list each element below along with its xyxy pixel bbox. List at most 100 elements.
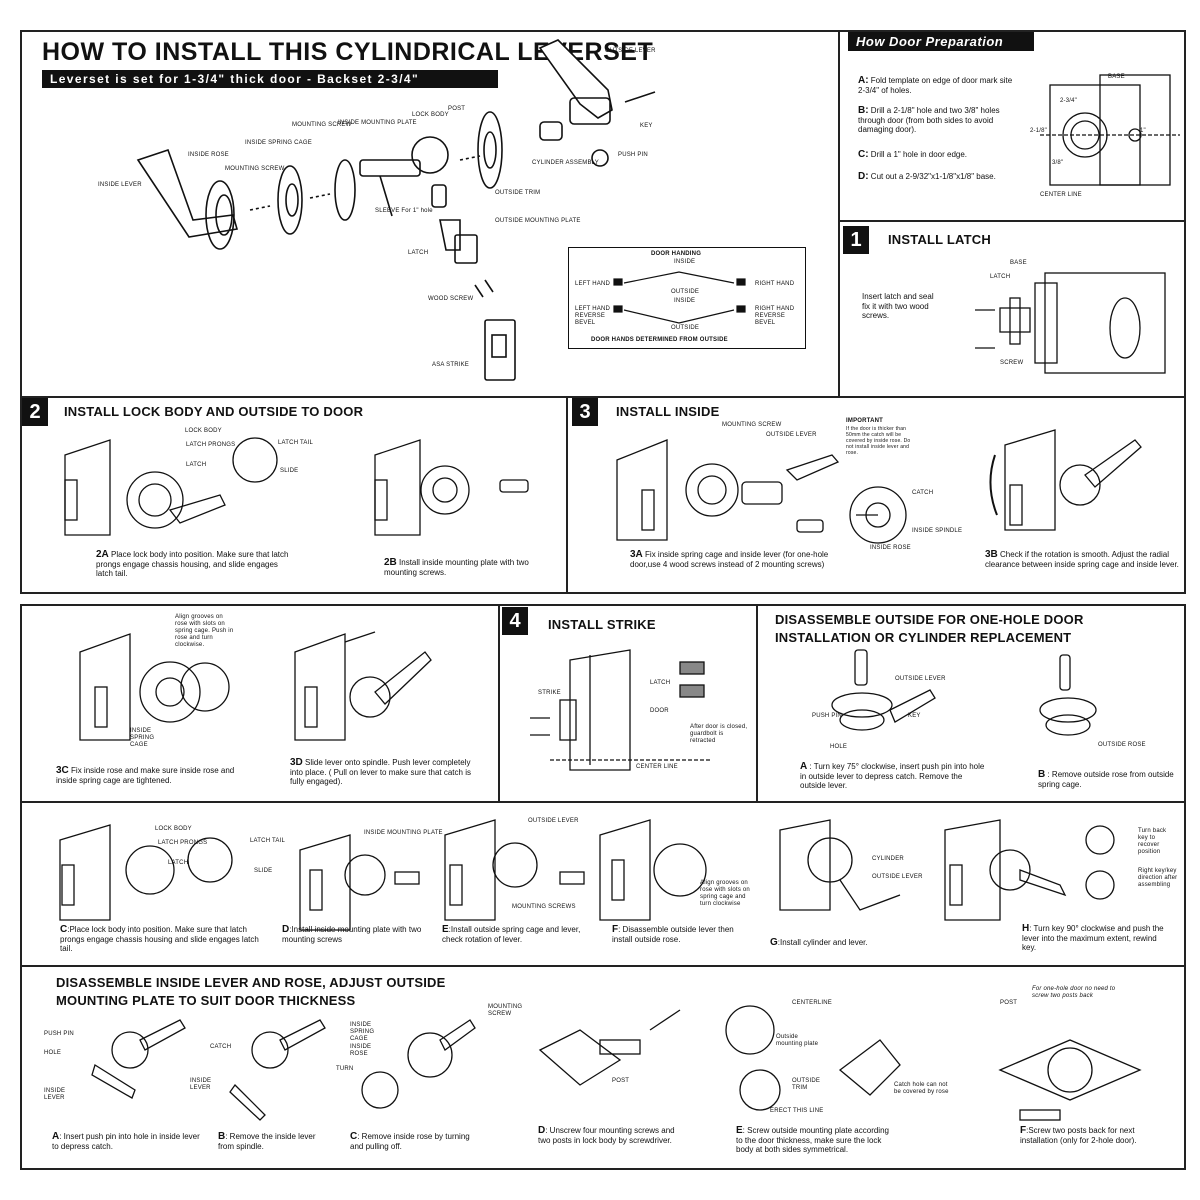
step-2-label-latch-prongs: LATCH PRONGS: [186, 442, 236, 448]
handing-right-hand: RIGHT HAND: [755, 281, 795, 287]
row-label-right-note: Right key/key direction after assembling: [1138, 868, 1178, 888]
label-asa-strike: ASA STRIKE: [432, 362, 470, 368]
step-2a-text: Place lock body into position. Make sure…: [96, 550, 289, 578]
disassemble-outside-title-1: DISASSEMBLE OUTSIDE FOR ONE-HOLE DOOR: [775, 612, 1084, 627]
row-e-caption: E:Install outside spring cage and lever,…: [442, 925, 592, 944]
door-handing-title: DOOR HANDING: [651, 251, 702, 257]
step-3d-text: Slide lever onto spindle. Push lever com…: [290, 758, 471, 786]
exploded-view-diagram: [136, 39, 656, 381]
dis-in-label-post-2: POST: [1000, 1000, 1018, 1006]
label-push-pin: PUSH PIN: [618, 152, 648, 158]
disassemble-outside-title-2: INSTALLATION OR CYLINDER REPLACEMENT: [775, 630, 1072, 645]
dis-in-c-letter: C: [350, 1131, 358, 1142]
row-c-text: :Place lock body into position. Make sur…: [60, 925, 259, 953]
prep-label-base: BASE: [1108, 74, 1125, 80]
dis-in-label-one-hole-note: For one-hole door no need to screw two p…: [1032, 986, 1116, 999]
row-h-text: : Turn key 90° clockwise and push the le…: [1022, 924, 1164, 952]
dis-out-label-key: KEY: [908, 713, 921, 719]
prep-item-d: D: Cut out a 2-9/32"x1-1/8"x1/8" base.: [858, 172, 1038, 182]
dis-in-label-centerline: CENTERLINE: [792, 1000, 833, 1006]
row-e-text: :Install outside spring cage and lever, …: [442, 925, 581, 944]
divider-row2: [20, 965, 1186, 967]
step-3a-letter: 3A: [630, 549, 643, 560]
step-3-label-inside-rose: INSIDE ROSE: [870, 545, 911, 551]
label-sleeve: SLEEVE For 1" hole: [375, 208, 433, 214]
label-inside-rose: INSIDE ROSE: [188, 152, 229, 158]
dis-in-label-inside-spring-cage: INSIDE SPRING CAGE: [350, 1022, 375, 1042]
step-3-label-important-text: If the door is thicker than 50mm the cat…: [846, 426, 911, 456]
label-inside-mounting-plate: INSIDE MOUNTING PLATE: [338, 120, 417, 126]
dis-in-label-mounting-screw: MOUNTING SCREW: [488, 1004, 523, 1017]
dis-in-a-letter: A: [52, 1131, 60, 1142]
step-2a-caption: 2A Place lock body into position. Make s…: [96, 550, 296, 579]
dis-in-d-caption: D: Unscrew four mounting screws and two …: [538, 1126, 678, 1145]
divider-v1: [498, 604, 500, 802]
step-4-title: INSTALL STRIKE: [548, 617, 656, 632]
step-4-number: 4: [502, 607, 528, 635]
dis-out-a-text: : Turn key 75° clockwise, insert push pi…: [800, 762, 985, 790]
label-outside-mounting-plate: OUTSIDE MOUNTING PLATE: [495, 218, 581, 224]
dis-in-b-text: : Remove the inside lever from spindle.: [218, 1132, 316, 1151]
divider-row1: [20, 801, 1186, 803]
label-mounting-screw-2: MOUNTING SCREW: [225, 166, 285, 172]
step-3a-diagram: [616, 439, 840, 541]
label-mounting-screw: MOUNTING SCREW: [292, 122, 352, 128]
prep-divider: [838, 220, 1186, 222]
row-label-outside-lever: OUTSIDE LEVER: [528, 818, 579, 824]
handing-inside-top: INSIDE: [674, 259, 696, 265]
dis-in-e-letter: E: [736, 1125, 743, 1136]
step-2-title: INSTALL LOCK BODY AND OUTSIDE TO DOOR: [64, 404, 364, 419]
dis-out-b-letter: B: [1038, 769, 1046, 780]
step-3c-caption: 3C Fix inside rose and make sure inside …: [56, 766, 246, 785]
prep-diagram: [1040, 74, 1180, 186]
disassemble-inside-diagrams: [91, 1005, 1142, 1121]
row-label-align-note: Align grooves on rose with slots on spri…: [700, 880, 750, 907]
step-4-label-latch: LATCH: [650, 680, 671, 686]
step-3d-diagram: [294, 631, 432, 741]
step-3b-letter: 3B: [985, 549, 998, 560]
label-cylinder-assembly: CYLINDER ASSEMBLY: [532, 160, 599, 166]
dis-in-label-erect: ERECT THIS LINE: [770, 1108, 824, 1114]
step-3-label-mounting-screw: MOUNTING SCREW: [722, 422, 782, 428]
row-label-outside-lever-2: OUTSIDE LEVER: [872, 874, 923, 880]
install-strike-diagram: [530, 649, 710, 771]
dis-in-f-letter: F: [1020, 1125, 1027, 1136]
prep-item-a-letter: A:: [858, 75, 869, 86]
dis-in-e-caption: E: Screw outside mounting plate accordin…: [736, 1126, 896, 1155]
dis-in-c-caption: C: Remove inside rose by turning and pul…: [350, 1132, 470, 1151]
dis-in-a-caption: A: Insert push pin into hole in inside l…: [52, 1132, 202, 1151]
lower-panel: [20, 604, 1186, 1170]
step-3c-note: Align grooves on rose with slots on spri…: [175, 614, 234, 648]
step-1-text: Insert latch and seal fix it with two wo…: [862, 292, 934, 320]
step-3c-diagram: [79, 633, 230, 741]
prep-item-b: B: Drill a 2-1/8" hole and two 3/8" hole…: [858, 106, 1018, 135]
install-latch-diagram: [975, 272, 1166, 374]
step-4-label-note: After door is closed, guardbolt is retra…: [690, 724, 748, 744]
divider-v2: [756, 604, 758, 802]
row-label-cylinder: CYLINDER: [872, 856, 904, 862]
step-2b-diagram: [374, 439, 529, 536]
dis-out-a-caption: A : Turn key 75° clockwise, insert push …: [800, 762, 990, 791]
step-3-title: INSTALL INSIDE: [616, 404, 720, 419]
prep-label-dim-b: 2-1/8": [1030, 128, 1048, 134]
dis-in-label-inside-lever: INSIDE LEVER: [44, 1088, 66, 1101]
row-f-caption: F: Disassemble outside lever then instal…: [612, 925, 752, 944]
step-4-label-door: DOOR: [650, 708, 669, 714]
step-1-title: INSTALL LATCH: [888, 232, 991, 247]
disassemble-outside-a-diagram: [831, 649, 936, 731]
step-2-label-latch: LATCH: [186, 462, 207, 468]
row-f-text: : Disassemble outside lever then install…: [612, 925, 734, 944]
row-h-caption: H: Turn key 90° clockwise and push the l…: [1022, 924, 1172, 953]
step-1-label-latch: LATCH: [990, 274, 1011, 280]
dis-in-c-text: : Remove inside rose by turning and pull…: [350, 1132, 470, 1151]
dis-in-label-turn: TURN: [336, 1066, 354, 1072]
step-3-label-outside-lever: OUTSIDE LEVER: [766, 432, 817, 438]
handing-footer: DOOR HANDS DETERMINED FROM OUTSIDE: [591, 337, 728, 343]
prep-item-c-text: Drill a 1" hole in door edge.: [870, 150, 968, 159]
row-cdefgh-diagrams: [59, 819, 1115, 931]
step-3a-caption: 3A Fix inside spring cage and inside lev…: [630, 550, 830, 569]
label-outside-trim: OUTSIDE TRIM: [495, 190, 541, 196]
label-inside-spring-cage: INSIDE SPRING CAGE: [245, 140, 312, 146]
prep-label-centerline: CENTER LINE: [1040, 192, 1082, 198]
step-3-panel: [566, 396, 1186, 594]
